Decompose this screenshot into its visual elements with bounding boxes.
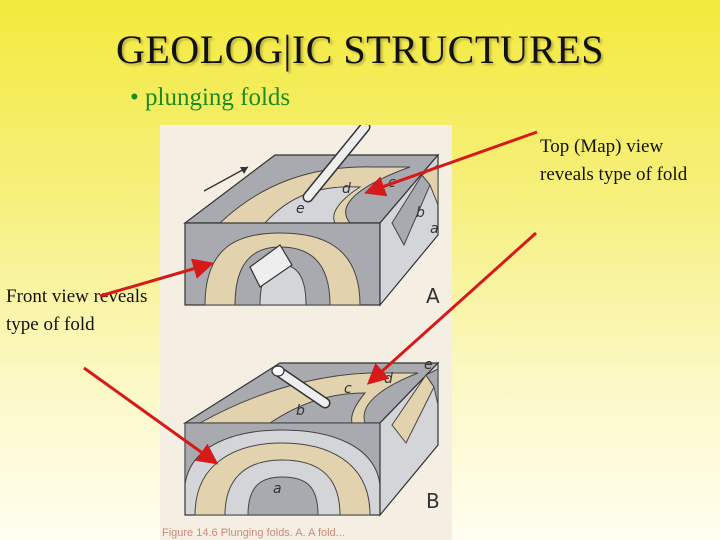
block-b-letter: B xyxy=(426,489,440,513)
arrow-front-to-block-a xyxy=(99,258,215,298)
block-a-layer-label: b xyxy=(416,205,425,221)
block-b xyxy=(182,361,440,517)
block-b-layer-label: c xyxy=(344,381,352,397)
arrow-front-to-block-b xyxy=(83,366,219,465)
block-b-layer-label: b xyxy=(296,403,305,419)
block-b-layer-label: e xyxy=(424,357,433,373)
arrow-top-to-block-b xyxy=(366,231,538,385)
block-a xyxy=(183,125,440,307)
block-a-layer-label: d xyxy=(342,181,351,197)
block-a-letter: A xyxy=(426,284,440,308)
block-a-layer-label: a xyxy=(430,221,439,237)
figure-caption: Figure 14.6 Plunging folds. A. A fold... xyxy=(162,527,345,539)
bullet-point: • plunging folds xyxy=(130,84,291,111)
plunging-folds-figure: e d c b a A b c d e xyxy=(160,125,452,540)
top-view-label: Top (Map) view reveals type of fold xyxy=(540,136,688,185)
block-b-layer-label: a xyxy=(273,481,282,497)
slide-title: GEOLOG|IC STRUCTURES xyxy=(115,27,605,72)
arrow-top-to-block-a xyxy=(364,130,538,197)
block-a-layer-label: e xyxy=(296,201,305,217)
fold-block-diagrams: e d c b a A b c d e xyxy=(182,125,440,517)
